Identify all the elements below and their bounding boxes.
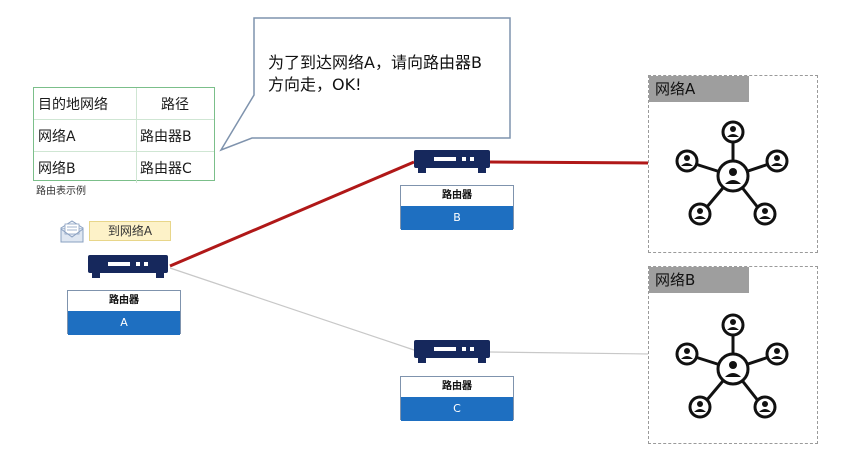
network-b-label: 网络B xyxy=(649,267,749,293)
link-router-b-network-a xyxy=(489,160,651,165)
routing-table-header: 目的地网络 路径 xyxy=(34,88,214,120)
routing-table: 目的地网络 路径 网络A 路由器B 网络B 路由器C xyxy=(33,87,215,183)
link-router-a-router-b xyxy=(169,160,415,268)
table-row: 网络A 路由器B xyxy=(34,119,214,152)
mail-icon xyxy=(60,220,84,243)
packet-label: 到网络A xyxy=(89,221,171,241)
row-destination: 网络B xyxy=(38,160,76,177)
router-c-label: 路由器 C xyxy=(400,376,514,421)
row-path: 路由器B xyxy=(136,119,214,152)
header-path: 路径 xyxy=(136,88,214,120)
router-b-letter: B xyxy=(401,206,513,230)
router-c-icon xyxy=(414,340,490,363)
router-a-label: 路由器 A xyxy=(67,290,181,335)
network-a-box: 网络A xyxy=(648,75,818,253)
callout-line-2: 方向走，OK! xyxy=(268,75,362,94)
router-c-title: 路由器 xyxy=(442,381,472,392)
router-b-label: 路由器 B xyxy=(400,185,514,230)
router-a-icon xyxy=(88,255,168,278)
row-destination: 网络A xyxy=(34,119,137,152)
callout-line-1: 为了到达网络A，请向路由器B xyxy=(268,53,482,72)
network-a-users-icon xyxy=(675,120,789,226)
routing-table-caption: 路由表示例 xyxy=(36,186,86,197)
table-row: 网络B 路由器C xyxy=(34,151,214,183)
callout-bubble xyxy=(219,17,511,152)
row-path: 路由器C xyxy=(136,151,214,183)
network-b-users-icon xyxy=(675,313,789,419)
router-b-icon xyxy=(414,150,490,173)
link-router-a-router-c xyxy=(169,267,415,351)
router-a-title: 路由器 xyxy=(109,295,139,306)
link-router-c-network-b xyxy=(489,351,651,355)
router-c-letter: C xyxy=(401,397,513,421)
router-b-title: 路由器 xyxy=(442,190,472,201)
network-a-label: 网络A xyxy=(649,76,749,102)
network-b-box: 网络B xyxy=(648,266,818,444)
header-destination: 目的地网络 xyxy=(34,88,137,120)
router-a-letter: A xyxy=(68,311,180,335)
callout-text: 为了到达网络A，请向路由器B 方向走，OK! xyxy=(268,52,482,96)
